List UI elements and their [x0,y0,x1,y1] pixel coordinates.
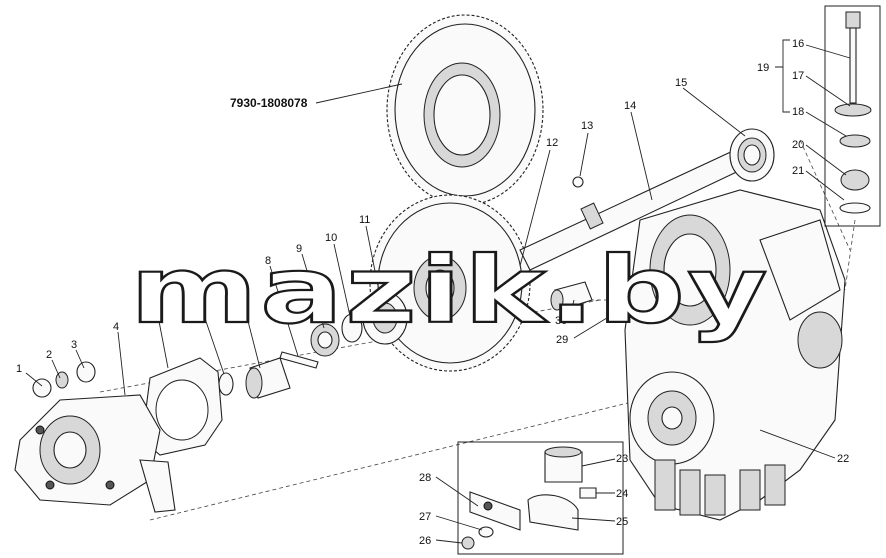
callout-3: 3 [71,339,77,351]
callout-4: 4 [113,321,119,333]
callout-7: 7 [232,271,238,283]
callout-23: 23 [616,453,628,465]
callout-17: 17 [792,70,804,82]
fitting [550,281,593,311]
retaining-ring [218,372,234,396]
inset-box-clamp [457,441,624,555]
callout-19: 19 [757,62,769,74]
callout-2: 2 [46,349,52,361]
callout-8: 8 [265,255,271,267]
callout-labels: 1 2 3 4 5 6 7 8 9 10 11 12 13 14 15 16 1… [16,38,849,547]
callout-25: 25 [616,516,628,528]
callout-24: 24 [616,488,628,500]
small-hardware [32,361,96,398]
callout-18: 18 [792,106,804,118]
part-number-label: 7930-1808078 [230,96,308,110]
callout-6: 6 [192,287,198,299]
engine-block [624,189,846,521]
callout-10: 10 [325,232,337,244]
callout-26: 26 [419,535,431,547]
inset-box-valve [824,5,881,227]
ring [341,313,363,343]
callout-28: 28 [419,472,431,484]
middle-gear [369,194,531,372]
callout-1: 1 [16,363,22,375]
callout-16: 16 [792,38,804,50]
castle-nut [310,323,340,357]
callout-12: 12 [546,137,558,149]
callout-9: 9 [296,243,302,255]
watermark-text: mazik.by [130,237,770,344]
large-gear [386,14,544,206]
callout-30: 30 [555,315,567,327]
callout-29: 29 [556,334,568,346]
callout-27: 27 [419,511,431,523]
callout-5: 5 [153,305,159,317]
callout-20: 20 [792,139,804,151]
hub-bearing [362,291,408,345]
callout-15: 15 [675,77,687,89]
leader-lines [25,39,851,544]
callout-21: 21 [792,165,804,177]
callout-14: 14 [624,100,636,112]
ball [572,176,584,188]
callout-13: 13 [581,120,593,132]
callout-11: 11 [359,214,370,226]
cotter-pin [279,351,319,369]
bearing [729,128,775,182]
callout-22: 22 [837,453,849,465]
pump-housing [14,394,176,513]
